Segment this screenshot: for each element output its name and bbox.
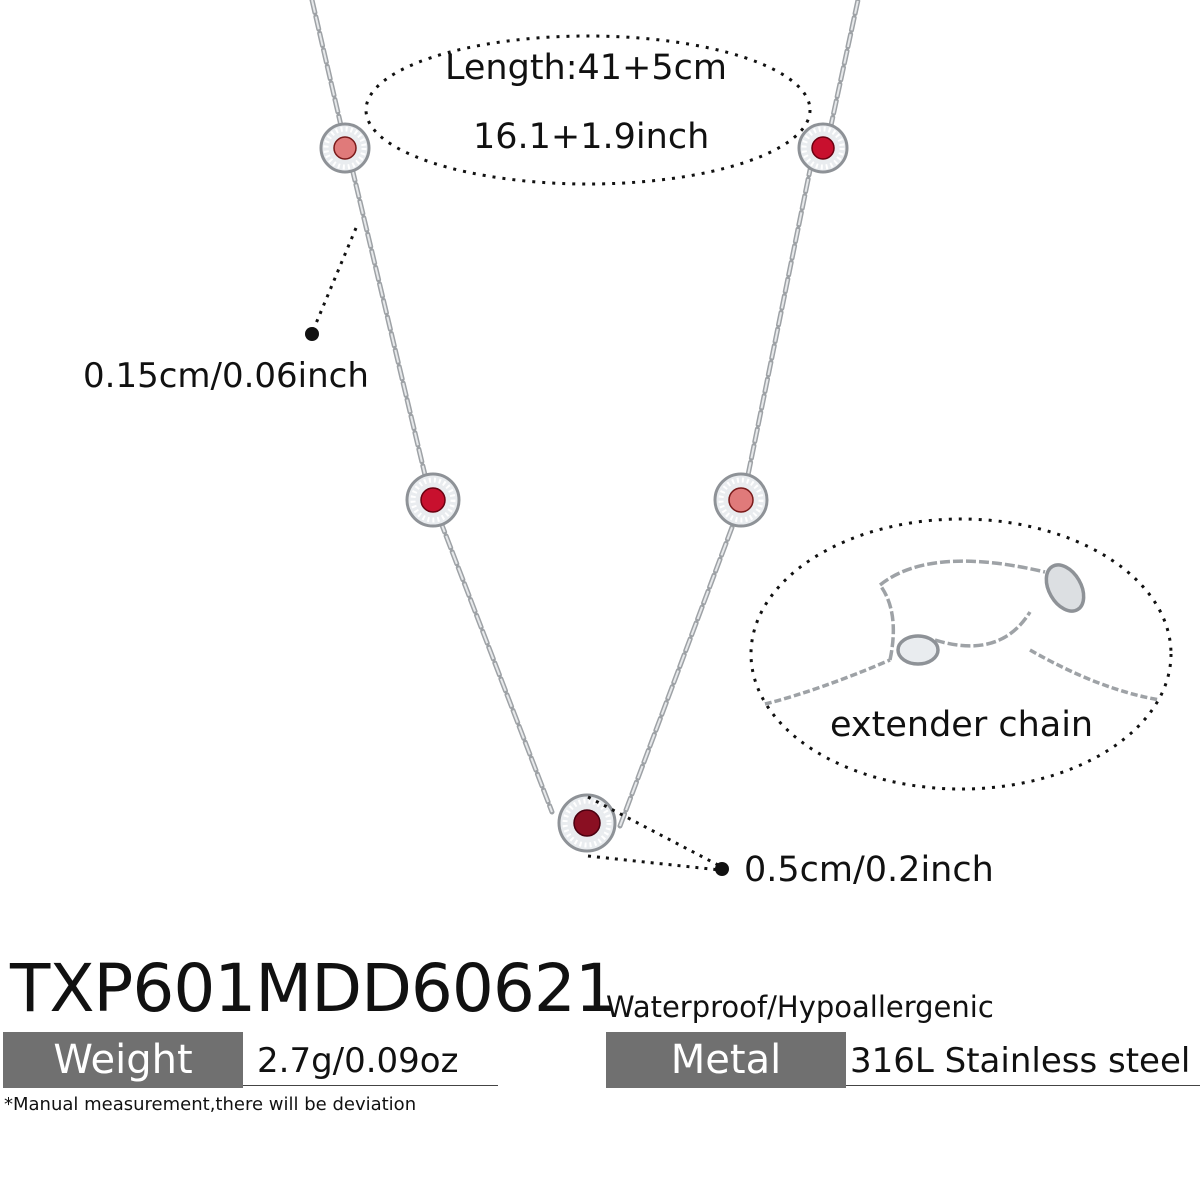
metal-value: 316L Stainless steel [846,1036,1200,1086]
length-inch-label: 16.1+1.9inch [473,117,710,157]
extender-chain-illustration [764,559,1161,706]
measurement-footnote: *Manual measurement,there will be deviat… [4,1094,417,1115]
product-features: Waterproof/Hypoallergenic [606,990,994,1024]
length-cm-label: Length:41+5cm [445,48,727,88]
center-pendant [557,793,617,853]
extender-callout [749,517,1173,791]
wire-thickness-pointer [305,227,358,341]
wire-thickness-label: 0.15cm/0.06inch [83,356,369,396]
weight-value: 2.7g/0.09oz [243,1036,498,1086]
product-sku: TXP601MDD60621 [10,950,617,1027]
pendant-size-label: 0.5cm/0.2inch [744,850,994,890]
station-pendant [405,472,461,528]
weight-tag: Weight [3,1032,243,1088]
pendant-size-pointer [587,795,729,876]
extender-chain-label: extender chain [830,705,1094,745]
station-pendant [797,122,849,174]
station-pendant [319,122,371,174]
metal-tag: Metal [606,1032,846,1088]
station-pendant [713,472,769,528]
length-callout-ellipse [364,34,812,186]
